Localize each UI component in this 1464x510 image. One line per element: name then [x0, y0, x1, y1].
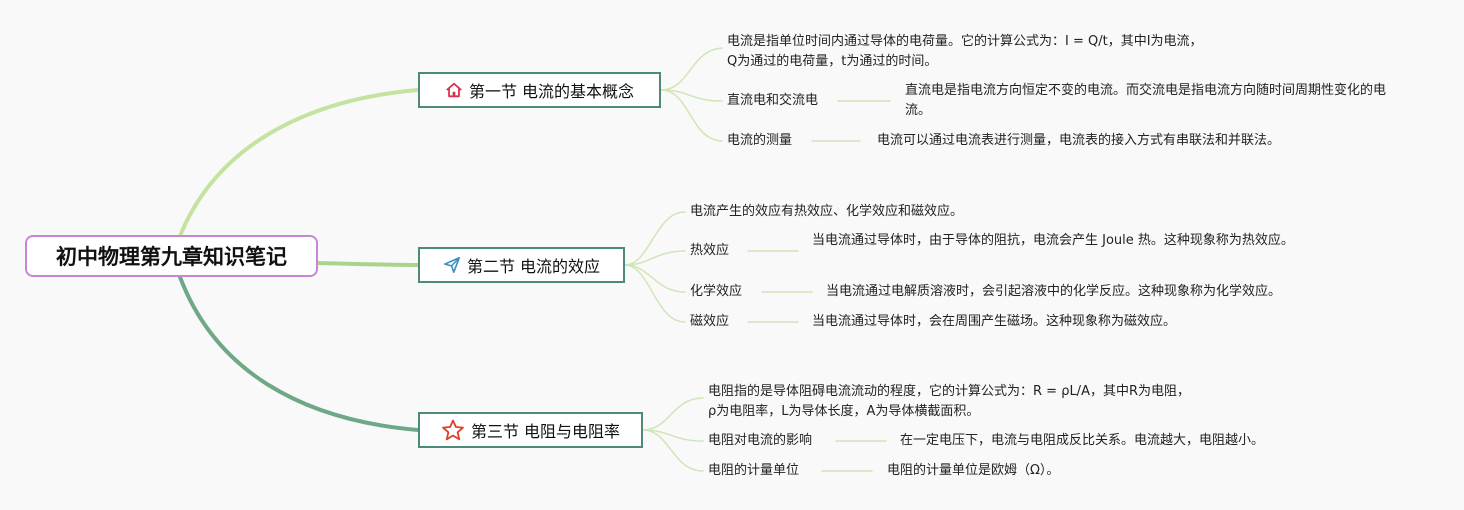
sub-line [624, 211, 686, 266]
topic-label-resistance-unit[interactable]: 电阻的计量单位 [708, 463, 800, 478]
paper-plane-icon [443, 256, 460, 274]
sub-line [660, 47, 723, 91]
topic-label-magnetic-effect[interactable]: 磁效应 [690, 314, 730, 329]
star-icon [442, 419, 464, 441]
topic-detail-heat-effect: 当电流通过导体时，由于导体的阻抗，电流会产生 Joule 热。这种现象称为热效应… [812, 233, 1294, 248]
sub-line [624, 264, 686, 323]
root-node[interactable]: 初中物理第九章知识笔记 [25, 235, 318, 277]
section-title-1: 第一节 电流的基本概念 [468, 82, 635, 101]
topic-label-heat-effect[interactable]: 热效应 [690, 243, 730, 258]
section-node-1[interactable]: 第一节 电流的基本概念 [418, 72, 661, 108]
topic-detail-current-measurement: 电流可以通过电流表进行测量，电流表的接入方式有串联法和并联法。 [877, 133, 1281, 148]
topic-label-chemical-effect[interactable]: 化学效应 [690, 284, 743, 299]
section-node-2[interactable]: 第二节 电流的效应 [418, 247, 625, 283]
section-1-description: 电流是指单位时间内通过导体的电荷量。它的计算公式为：I = Q/t，其中I为电流… [727, 34, 1203, 69]
topic-label-resistance-effect[interactable]: 电阻对电流的影响 [708, 433, 813, 448]
sub-line [660, 89, 723, 102]
root-title: 初中物理第九章知识笔记 [56, 245, 287, 269]
topic-detail-magnetic-effect: 当电流通过导体时，会在周围产生磁场。这种现象称为磁效应。 [812, 314, 1177, 329]
branch-line-3 [178, 275, 420, 432]
section-title-2: 第二节 电流的效应 [466, 257, 601, 276]
sub-line [642, 397, 704, 431]
section-3-description: 电阻指的是导体阻碍电流流动的程度，它的计算公式为：R = ρL/A，其中R为电阻… [708, 384, 1190, 419]
sub-line [624, 250, 686, 266]
section-title-3: 第三节 电阻与电阻率 [470, 422, 621, 441]
topic-label-dc-ac[interactable]: 直流电和交流电 [727, 93, 819, 108]
section-2-description: 电流产生的效应有热效应、化学效应和磁效应。 [690, 204, 964, 219]
sub-line [642, 429, 704, 472]
topic-detail-chemical-effect: 当电流通过电解质溶液时，会引起溶液中的化学反应。这种现象称为化学效应。 [826, 284, 1282, 299]
topic-detail-resistance-effect: 在一定电压下，电流与电阻成反比关系。电流越大，电阻越小。 [900, 433, 1265, 448]
branch-line-2 [316, 261, 420, 267]
topic-detail-resistance-unit: 电阻的计量单位是欧姆（Ω）。 [887, 463, 1060, 478]
sub-line [624, 264, 686, 293]
sub-line [660, 89, 723, 142]
branch-line-1 [178, 88, 420, 238]
home-icon [446, 82, 462, 98]
topic-label-current-measurement[interactable]: 电流的测量 [727, 133, 793, 148]
section-node-3[interactable]: 第三节 电阻与电阻率 [418, 412, 643, 448]
topic-detail-dc-ac: 直流电是指电流方向恒定不变的电流。而交流电是指电流方向随时间周期性变化的电流。 [905, 83, 1387, 118]
